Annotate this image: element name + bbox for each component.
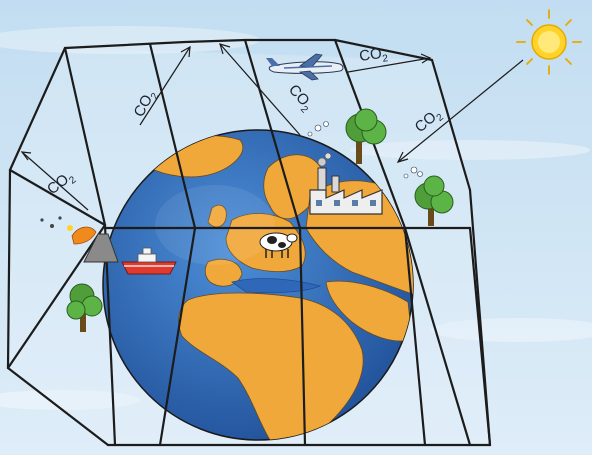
illustration-svg: CO2 CO2 CO2 CO2 CO2: [0, 0, 592, 455]
greenhouse-effect-illustration: CO2 CO2 CO2 CO2 CO2: [0, 0, 592, 455]
